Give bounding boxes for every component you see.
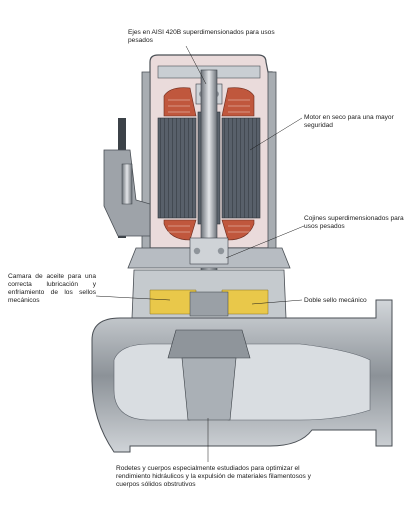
cable-entry (103, 118, 151, 238)
impeller (167, 329, 251, 421)
callout-double-seal: Doble sello mecánico (304, 297, 367, 304)
callout-leaders (95, 45, 305, 462)
callout-motor: Motor en seco para una mayor seguridad (304, 114, 394, 129)
motor-windings (163, 87, 255, 241)
callout-impeller: Rodetes y cuerpos especialmente estudiad… (116, 465, 311, 488)
callout-bearings: Cojines superdimensionados para usos pes… (304, 215, 404, 230)
lower-bearing (127, 237, 291, 269)
oil-chamber (131, 269, 287, 319)
volute-casing (91, 299, 393, 453)
callout-shaft: Ejes en AISI 420B superdimensionados par… (128, 29, 275, 44)
callout-oil-chamber: Camara de aceite para una correcta lubri… (8, 273, 96, 304)
